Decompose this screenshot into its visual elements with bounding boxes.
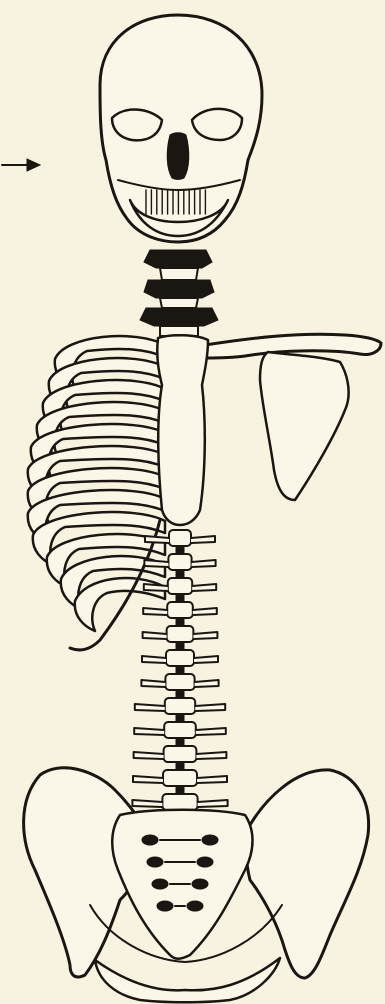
pointer-arrow (2, 159, 40, 171)
right-ilium (246, 770, 368, 978)
transverse-process (194, 656, 218, 663)
transverse-process (197, 776, 227, 783)
transverse-process (143, 608, 167, 615)
intervertebral-disc (176, 786, 184, 794)
skull (100, 15, 262, 242)
vertebra (167, 602, 193, 618)
transverse-process (132, 800, 162, 807)
transverse-process (193, 608, 217, 615)
transverse-process (196, 728, 226, 735)
transverse-process (192, 560, 216, 567)
intervertebral-disc (176, 546, 184, 554)
sternum (157, 335, 208, 525)
vertebra (166, 650, 194, 666)
transverse-process (143, 632, 167, 639)
vertebra (165, 674, 194, 690)
transverse-process (144, 560, 168, 567)
nasal-cavity (167, 133, 189, 180)
transverse-process (145, 536, 169, 543)
sacral-foramen (192, 879, 208, 889)
intervertebral-disc (176, 738, 184, 746)
intervertebral-disc (176, 690, 184, 698)
vertebra (165, 698, 195, 714)
transverse-process (144, 584, 168, 591)
transverse-process (134, 752, 164, 759)
vertebra (164, 746, 197, 762)
vertebra (164, 722, 196, 738)
vertebra (167, 626, 194, 642)
vertebra (162, 794, 197, 810)
transverse-process (133, 776, 163, 783)
transverse-process (191, 536, 215, 543)
spine (132, 530, 227, 818)
intervertebral-disc (176, 570, 184, 578)
rib-cage (28, 336, 165, 650)
transverse-process (195, 704, 225, 711)
intervertebral-disc (176, 594, 184, 602)
intervertebral-disc (176, 642, 184, 650)
sacral-foramen (187, 901, 203, 911)
transverse-process (196, 752, 226, 759)
sacral-foramen (157, 901, 173, 911)
transverse-process (195, 680, 219, 687)
transverse-process (193, 632, 217, 639)
vertebra (163, 770, 197, 786)
right-orbit (192, 109, 242, 140)
transverse-process (135, 704, 165, 711)
sacral-foramen (147, 857, 163, 867)
transverse-process (142, 656, 166, 663)
sacral-foramen (197, 857, 213, 867)
sacral-foramen (202, 835, 218, 845)
intervertebral-disc (176, 714, 184, 722)
transverse-process (192, 584, 216, 591)
vertebra (168, 578, 192, 594)
scapula (260, 352, 349, 500)
left-orbit (112, 110, 162, 141)
transverse-process (141, 680, 165, 687)
transverse-process (134, 728, 164, 735)
vertebra (168, 554, 191, 570)
intervertebral-disc (176, 666, 184, 674)
intervertebral-disc (176, 762, 184, 770)
sacral-foramen (142, 835, 158, 845)
pubis (95, 958, 280, 1002)
cervical-vertebrae (140, 250, 218, 336)
intervertebral-disc (176, 618, 184, 626)
transverse-process (198, 800, 228, 807)
sacral-foramen (152, 879, 168, 889)
vertebra (169, 530, 191, 546)
